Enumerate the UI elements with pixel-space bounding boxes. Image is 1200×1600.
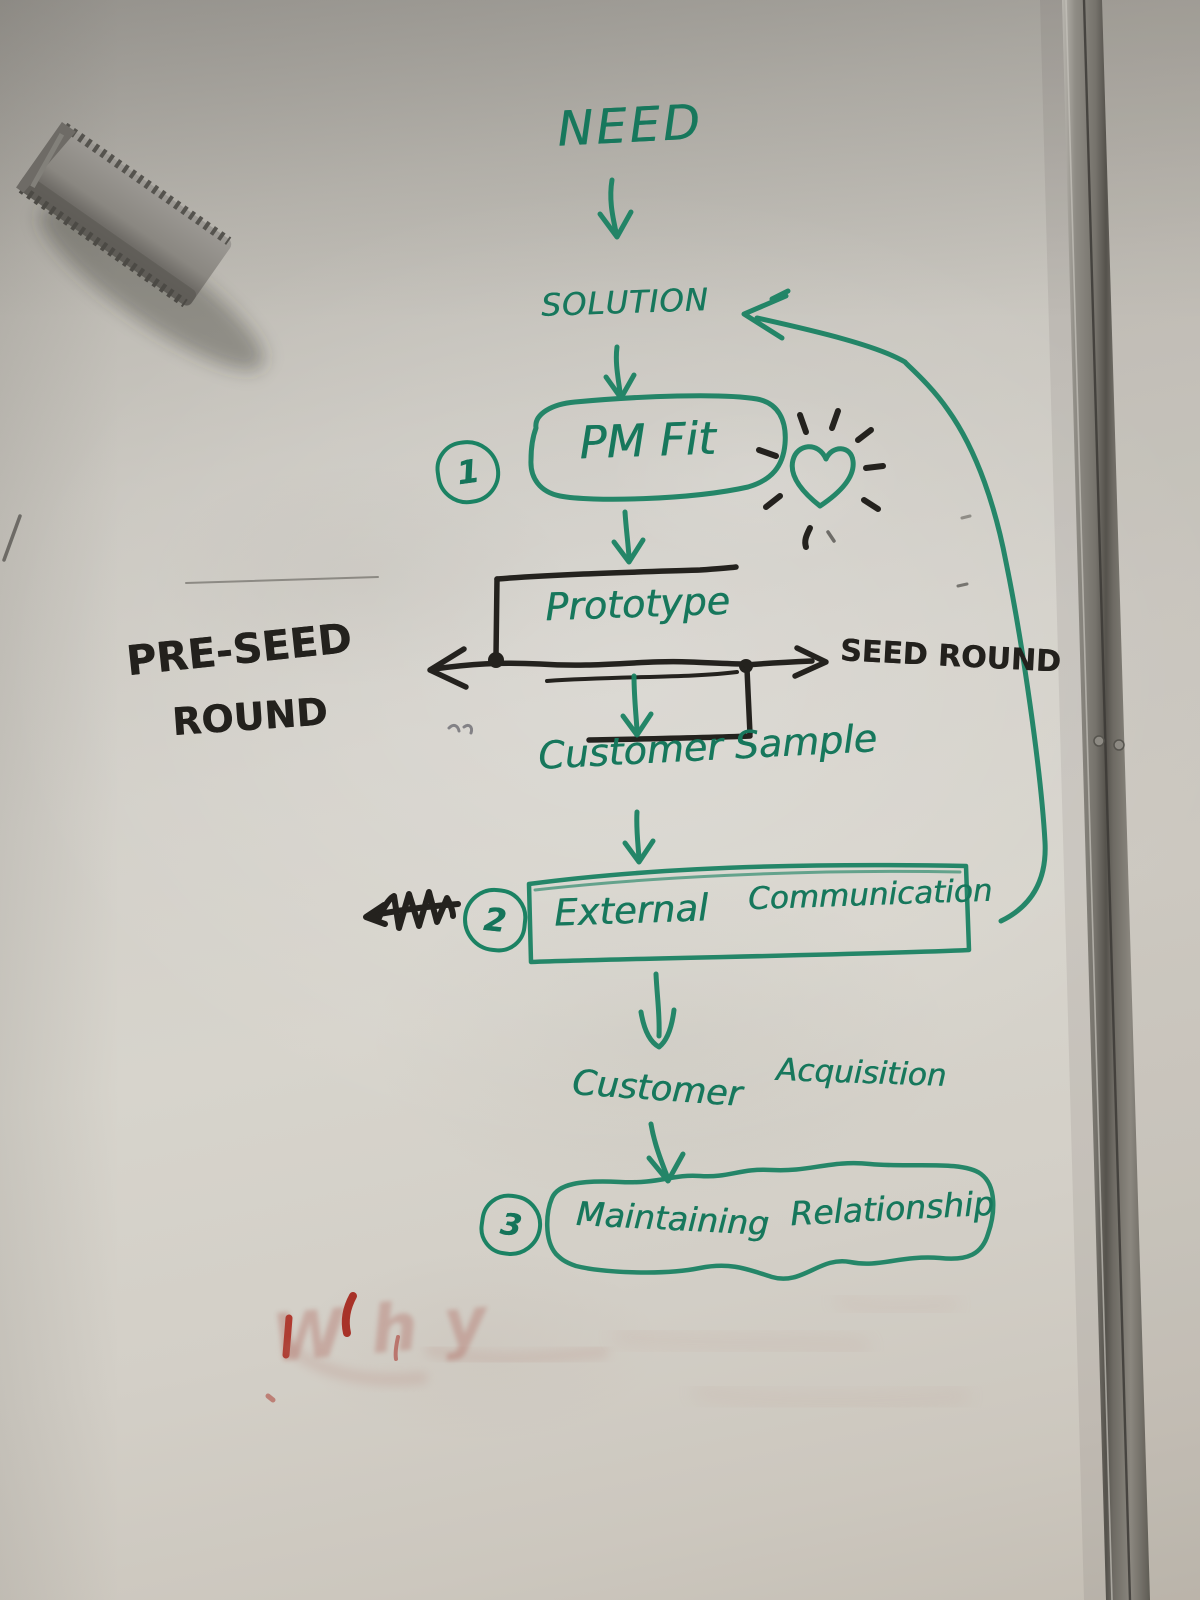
bracket-lower-right-line [744,666,753,737]
wall-beyond-board [1040,0,1200,1600]
heart-rays-icon [756,408,886,550]
seed-round-arrowhead-icon [792,645,829,679]
feedback-loop-arrow [741,288,1048,924]
arrow-pmfit-to-prototype [611,509,646,565]
external-communication-box [526,862,972,965]
maintaining-relationship-box [545,1160,996,1281]
bracket-underline [545,670,739,683]
customer-acquisition-word2: Acquisition [775,1052,947,1094]
whiteboard-eraser [16,122,265,371]
seed-round-line [743,658,815,668]
arrow-sample-to-extcomm [622,809,656,865]
rail-screw-icon [1093,735,1105,747]
prototype-funding-bracket [427,564,829,743]
pre-seed-round-label-line2: ROUND [170,689,330,745]
communication-label: Communication [747,872,993,918]
heart-doodle-icon [789,444,856,509]
external-label: External [553,886,709,935]
prototype-label: Prototype [544,578,731,630]
arrow-acquisition-to-maintaining [646,1121,686,1184]
erased-red-text: Why [269,1279,516,1378]
eraser-shadow [39,205,265,371]
bracket-main-line [431,658,747,672]
pm-fit-label: PM Fit [578,411,717,470]
bracket-top-line [494,564,739,582]
maintaining-label: Maintaining [575,1193,770,1244]
rail-screw-icon [1113,739,1125,751]
erased-red-marks [265,1292,970,1410]
bracket-lower-bottom-line [586,733,753,743]
arrow-extcomm-to-acquisition [638,971,677,1050]
solution-label: SOLUTION [540,282,710,324]
board-edge-rail [1062,0,1150,1600]
arrow-prototype-to-sample [620,673,654,738]
pm-fit-box [528,393,788,502]
pre-seed-arrowhead-icon [427,646,469,690]
stray-marks [2,514,972,735]
scribble-mark [363,889,461,931]
arrow-need-to-solution [597,177,634,240]
bracket-left-line [493,576,500,659]
arrow-solution-to-pmfit [603,344,637,401]
relationship-label: Relationship [789,1183,995,1234]
